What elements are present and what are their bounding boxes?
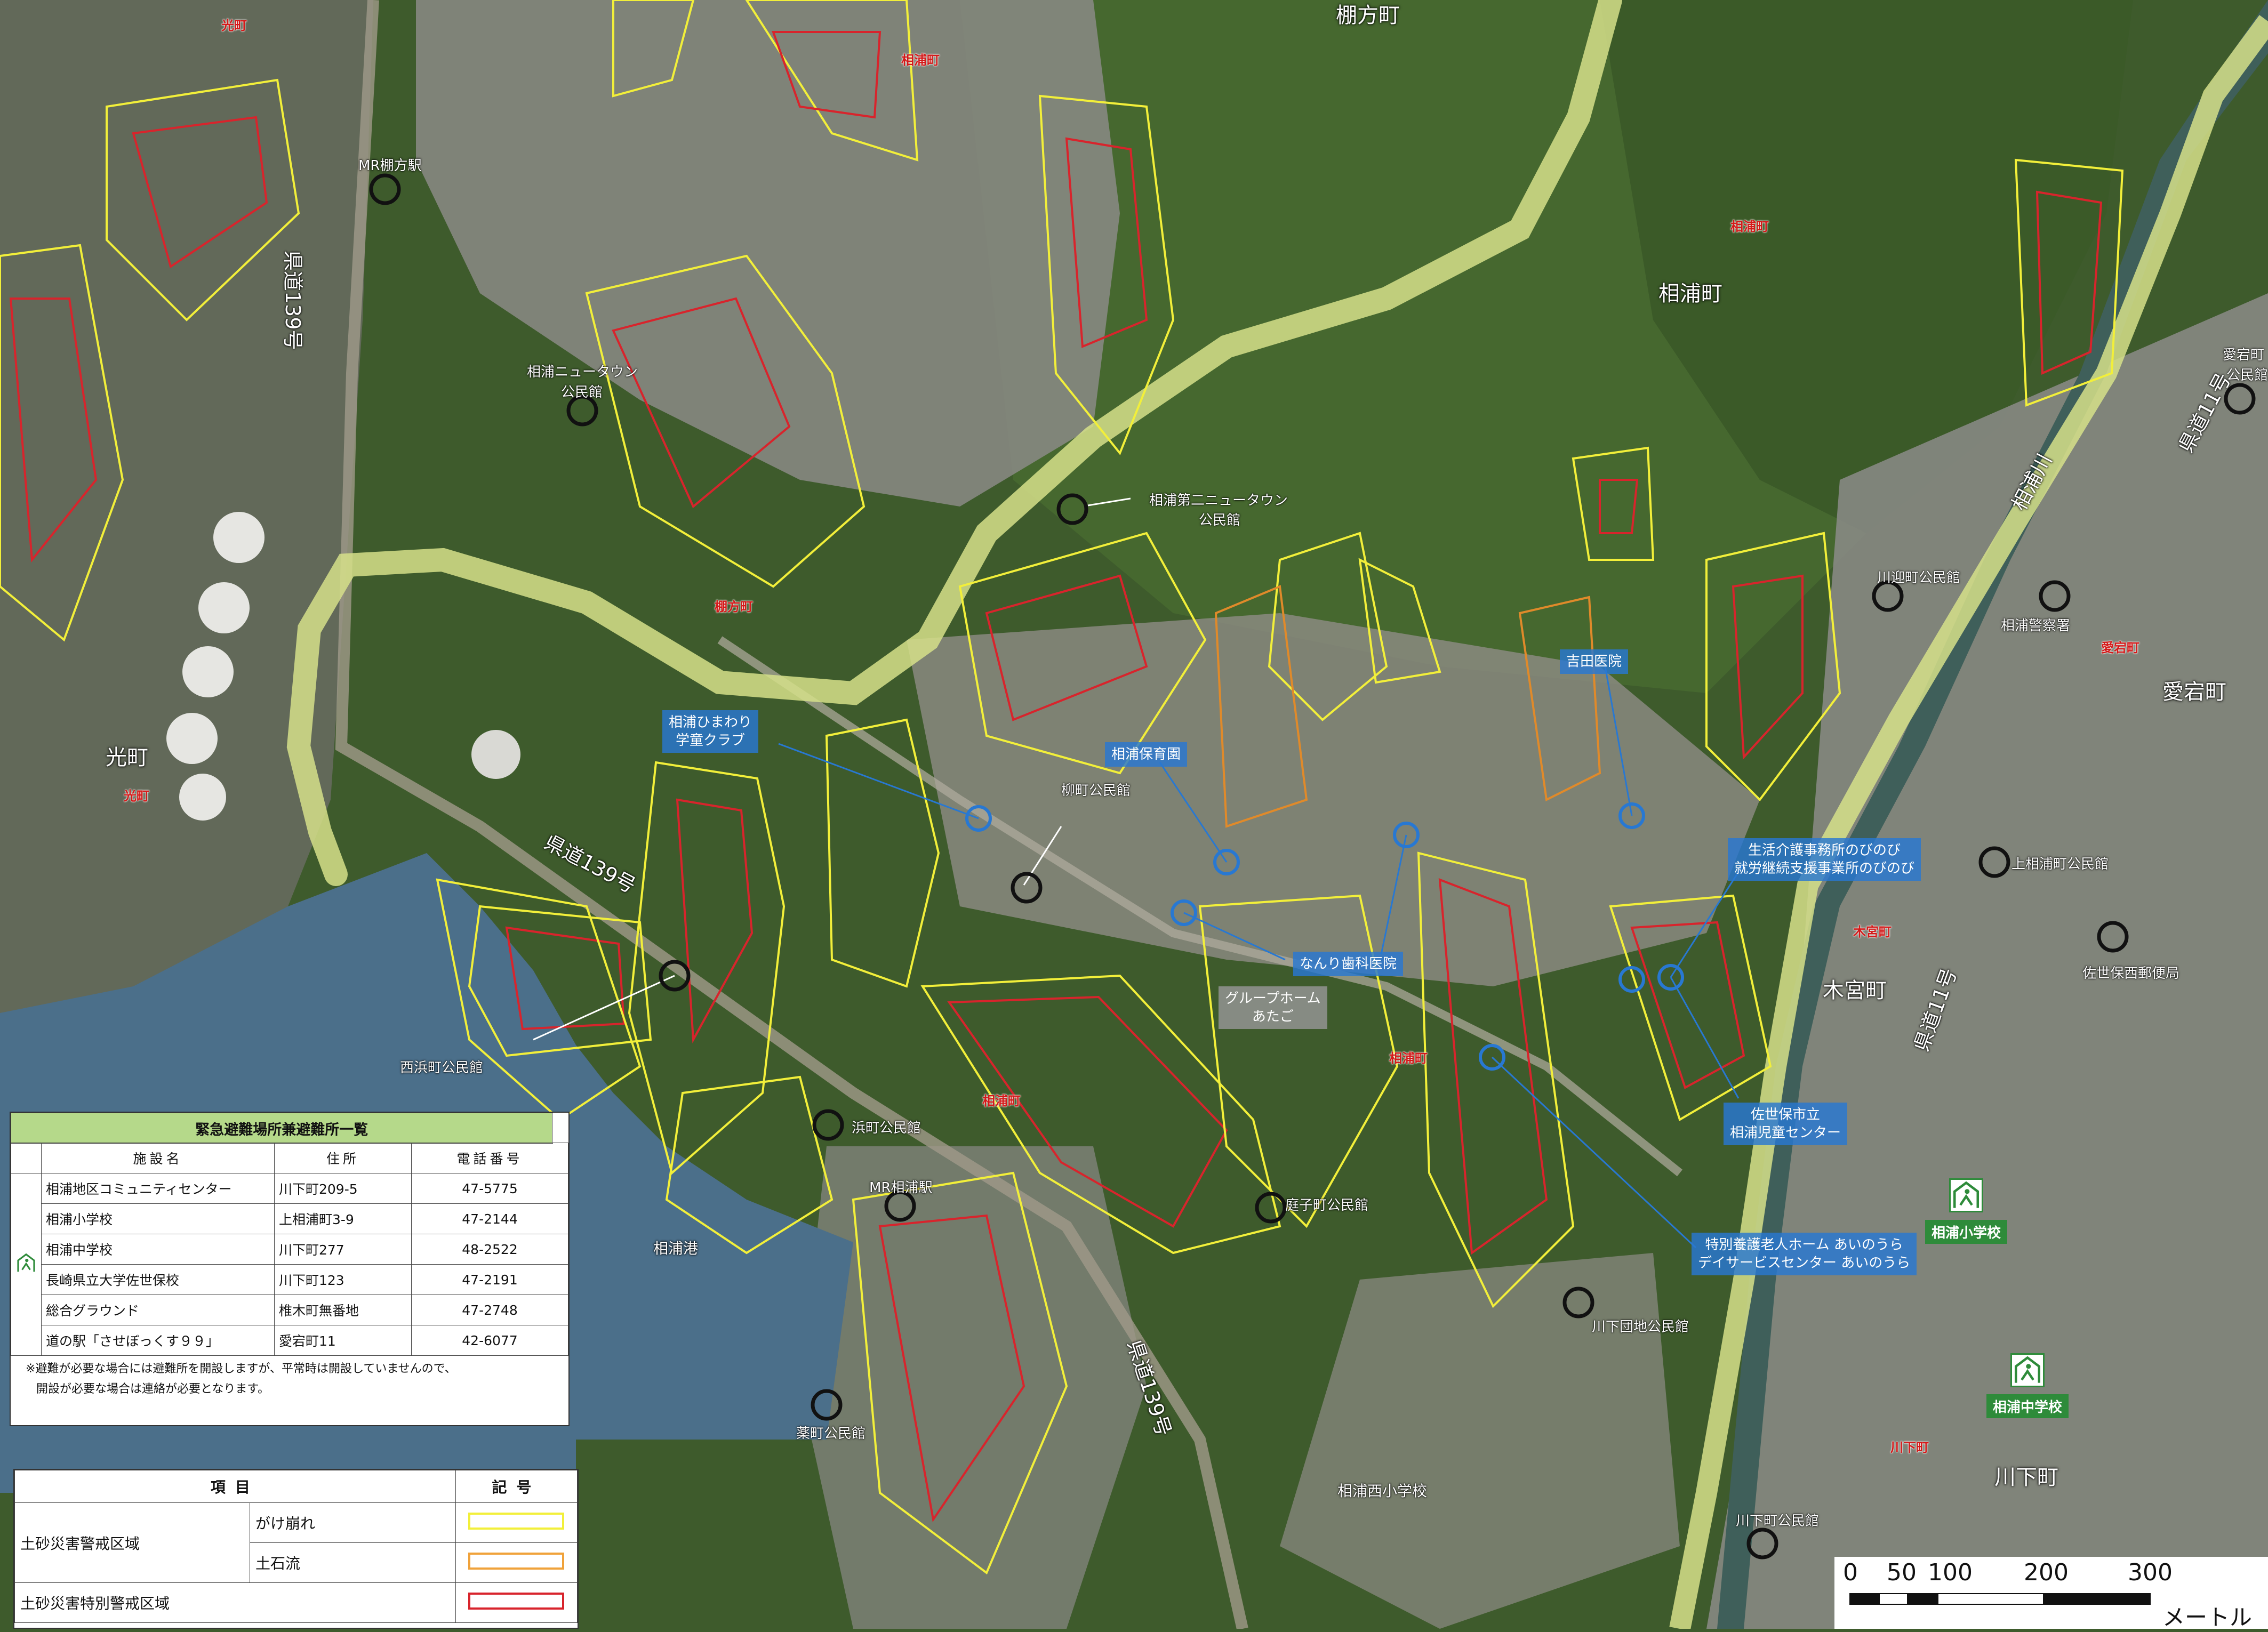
shelter-newtown: 相浦ニュータウン (527, 364, 638, 380)
legend-swatch-gake (468, 1512, 565, 1530)
red-label: 川下町 (1890, 1440, 1929, 1455)
place-atago: 愛宕町 (2162, 680, 2226, 704)
legend-category: 土砂災害警戒区域 (14, 1502, 250, 1583)
facility-nanri: なんり歯科医院 (1293, 952, 1404, 976)
shelter-kawashimo-danchi: 川下団地公民館 (1592, 1319, 1689, 1335)
facility-nobinobi: 生活介護事務所のびのび就労継続支援事業所のびのび (1728, 838, 1921, 881)
place-tanakata: 棚方町 (1336, 3, 1400, 28)
place-ainoura-port: 相浦港 (653, 1240, 699, 1257)
facility-jidou: 佐世保市立相浦児童センター (1724, 1103, 1848, 1145)
place-ainoura: 相浦町 (1658, 282, 1722, 306)
scale-segment (1937, 1593, 2044, 1605)
shelter-police: 相浦警察署 (2001, 618, 2071, 634)
place-hikari: 光町 (106, 745, 148, 770)
place-kimiya: 木宮町 (1823, 978, 1887, 1003)
road-label: 県道139号 (281, 251, 304, 350)
legend-sub-gake: がけ崩れ (250, 1502, 456, 1543)
shelter-teishi: 庭子町公民館 (1285, 1197, 1369, 1213)
facility-yoshida: 吉田医院 (1560, 649, 1629, 674)
scale-tick: 50 (1887, 1559, 1917, 1586)
place-kawashimo: 川下町 (1994, 1465, 2058, 1490)
scale-segment (1908, 1593, 1937, 1605)
shelter-kawashimo: 川下町公民館 (1736, 1513, 1820, 1529)
shelter-kamiainoura: 上相浦町公民館 (2011, 856, 2109, 872)
scale-tick: 0 (1843, 1559, 1858, 1586)
school-elementary-label: 相浦小学校 (1925, 1220, 2008, 1244)
legend-swatch-special (468, 1592, 565, 1610)
col-address: 住所 (274, 1143, 412, 1173)
shelter-symbol-icon (1949, 1178, 1983, 1212)
shelter-atago: 愛宕町 (2223, 347, 2265, 363)
red-label: 相浦町 (1730, 219, 1769, 234)
legend-swatch-doseki (468, 1552, 565, 1570)
red-label: 相浦町 (982, 1094, 1021, 1108)
shelter-atago: 公民館 (2226, 367, 2268, 383)
scale-tick: 100 (1928, 1559, 1973, 1586)
legend-special: 土砂災害特別警戒区域 (14, 1582, 456, 1623)
red-label: 木宮町 (1853, 924, 1892, 939)
facility-group-home: グループホームあたご (1219, 986, 1327, 1029)
scale-segment (2044, 1593, 2151, 1605)
scale-tick: 300 (2128, 1559, 2173, 1586)
legend-col-item: 項目 (14, 1470, 456, 1503)
scale-segment (1849, 1593, 1879, 1605)
scale-unit: メートル (2162, 1604, 2253, 1630)
scale-segment (1879, 1593, 1908, 1605)
red-label: 光町 (124, 789, 149, 803)
col-facility: 施設名 (41, 1143, 275, 1173)
red-label: 棚方町 (715, 599, 753, 614)
scale-bar: 0 50 100 200 300 メートル (1834, 1557, 2268, 1630)
shelter-symbol-icon (2010, 1353, 2045, 1387)
shelter-nishihama: 西浜町公民館 (400, 1060, 484, 1076)
shelter-second-newtown: 公民館 (1199, 512, 1241, 528)
facility-ainoura-home: 特別養護老人ホーム あいのうらデイサービスセンター あいのうら (1692, 1233, 1917, 1275)
red-label: 相浦町 (1389, 1051, 1428, 1066)
shelter-note: ※避難が必要な場合には避難所を開設しますが、平常時は開設していませんので、 開設… (26, 1362, 456, 1396)
shelter-symbol-icon (11, 1173, 42, 1356)
facility-hoikuen: 相浦保育園 (1105, 742, 1188, 767)
shelter-post: 佐世保西郵便局 (2082, 966, 2180, 982)
legend-col-symbol: 記号 (455, 1470, 578, 1503)
scale-tick: 200 (2024, 1559, 2069, 1586)
col-phone: 電話番号 (411, 1143, 568, 1173)
legend-sub-doseki: 土石流 (250, 1542, 456, 1583)
shelter-newtown: 公民館 (561, 384, 603, 400)
shelter-kawamukai: 川迎町公民館 (1877, 570, 1961, 586)
shelter-list-title: 緊急避難場所兼避難所一覧 (10, 1113, 553, 1144)
shelter-list-panel: 緊急避難場所兼避難所一覧 施設名 住所 電話番号 相浦地区コミュニティセンター川… (10, 1112, 570, 1426)
shelter-yanagi: 柳町公民館 (1061, 783, 1131, 799)
shelter-mr-tanakata: MR棚方駅 (358, 158, 422, 174)
facility-himawari: 相浦ひまわり学童クラブ (662, 710, 759, 753)
school-junior-label: 相浦中学校 (1986, 1394, 2069, 1418)
shelter-second-newtown: 相浦第二ニュータウン (1149, 493, 1288, 509)
red-label: 相浦町 (901, 53, 940, 68)
shelter-hama: 浜町公民館 (852, 1120, 921, 1136)
shelter-kusuri: 薬町公民館 (796, 1426, 866, 1442)
legend-panel: 項目 記号 土砂災害警戒区域 がけ崩れ 土石流 土砂災害特別警戒区域 (13, 1469, 579, 1629)
red-label: 光町 (221, 18, 247, 33)
shelter-mr-ainoura: MR相浦駅 (869, 1180, 933, 1196)
red-label: 愛宕町 (2101, 640, 2139, 655)
school-nishi-elementary: 相浦西小学校 (1337, 1482, 1428, 1500)
